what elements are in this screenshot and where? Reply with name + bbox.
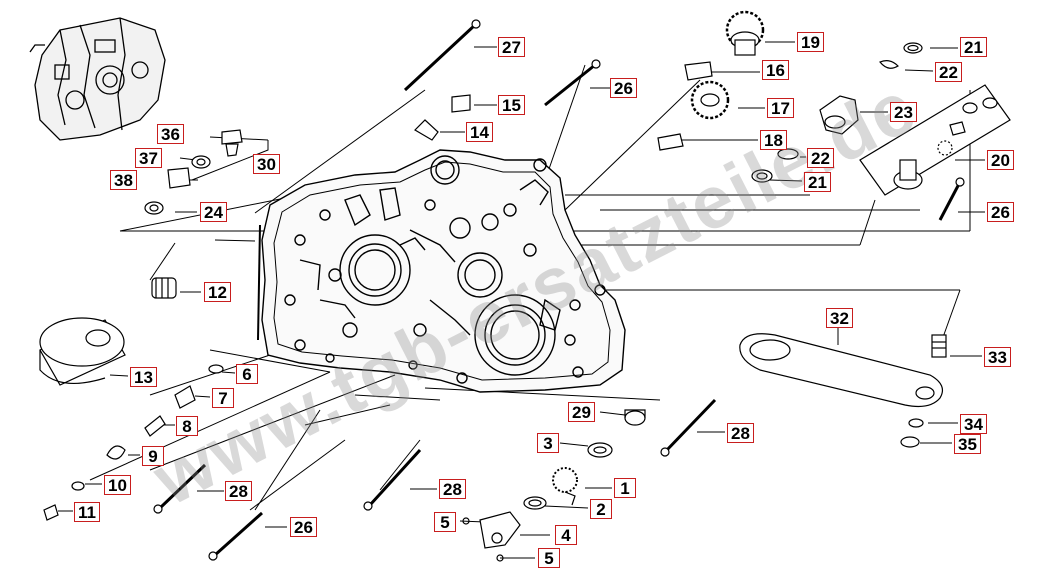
leader-lines [58, 41, 985, 559]
callout-part-7[interactable]: 7 [212, 388, 234, 408]
callout-part-11[interactable]: 11 [74, 502, 100, 522]
callout-part-2[interactable]: 2 [590, 499, 612, 519]
callout-part-38[interactable]: 38 [110, 170, 137, 190]
callout-part-26[interactable]: 26 [987, 202, 1014, 222]
callout-part-4[interactable]: 4 [555, 525, 577, 545]
left-small-parts [39, 94, 471, 521]
callout-part-22[interactable]: 22 [807, 148, 834, 168]
callout-part-14[interactable]: 14 [466, 122, 493, 142]
callout-part-17[interactable]: 17 [767, 98, 794, 118]
bottom-center-parts [462, 409, 646, 562]
callout-part-26[interactable]: 26 [290, 517, 317, 537]
callout-part-6[interactable]: 6 [236, 364, 258, 384]
callout-part-30[interactable]: 30 [253, 154, 280, 174]
long-bolts [153, 19, 965, 561]
callout-part-3[interactable]: 3 [537, 433, 559, 453]
callout-part-33[interactable]: 33 [984, 347, 1011, 367]
callout-part-18[interactable]: 18 [760, 130, 787, 150]
callout-part-35[interactable]: 35 [954, 434, 981, 454]
right-bracket-parts [739, 333, 947, 448]
engine-thumbnail [29, 17, 166, 141]
callout-part-15[interactable]: 15 [498, 95, 525, 115]
callout-part-21[interactable]: 21 [804, 172, 831, 192]
callout-part-5[interactable]: 5 [434, 512, 456, 532]
callout-part-10[interactable]: 10 [104, 475, 131, 495]
callout-part-12[interactable]: 12 [204, 282, 231, 302]
callout-part-21[interactable]: 21 [960, 37, 987, 57]
callout-part-9[interactable]: 9 [142, 446, 164, 466]
callout-part-24[interactable]: 24 [200, 202, 227, 222]
callout-part-28[interactable]: 28 [439, 479, 466, 499]
gear-parts [657, 10, 1011, 196]
callout-part-16[interactable]: 16 [762, 60, 789, 80]
callout-part-13[interactable]: 13 [130, 367, 157, 387]
callout-part-32[interactable]: 32 [826, 308, 853, 328]
callout-part-23[interactable]: 23 [890, 102, 917, 122]
callout-part-28[interactable]: 28 [225, 481, 252, 501]
callout-part-26[interactable]: 26 [610, 78, 637, 98]
callout-part-8[interactable]: 8 [176, 416, 198, 436]
callout-part-22[interactable]: 22 [935, 62, 962, 82]
crankcase-half [257, 149, 626, 393]
callout-part-34[interactable]: 34 [960, 414, 987, 434]
callout-part-28[interactable]: 28 [727, 423, 754, 443]
callout-part-20[interactable]: 20 [987, 150, 1014, 170]
callout-part-36[interactable]: 36 [157, 124, 184, 144]
callout-part-37[interactable]: 37 [135, 148, 162, 168]
callout-part-19[interactable]: 19 [797, 32, 824, 52]
callout-part-5[interactable]: 5 [538, 548, 560, 568]
callout-part-1[interactable]: 1 [614, 478, 636, 498]
callout-part-29[interactable]: 29 [568, 402, 595, 422]
callout-part-27[interactable]: 27 [498, 37, 525, 57]
